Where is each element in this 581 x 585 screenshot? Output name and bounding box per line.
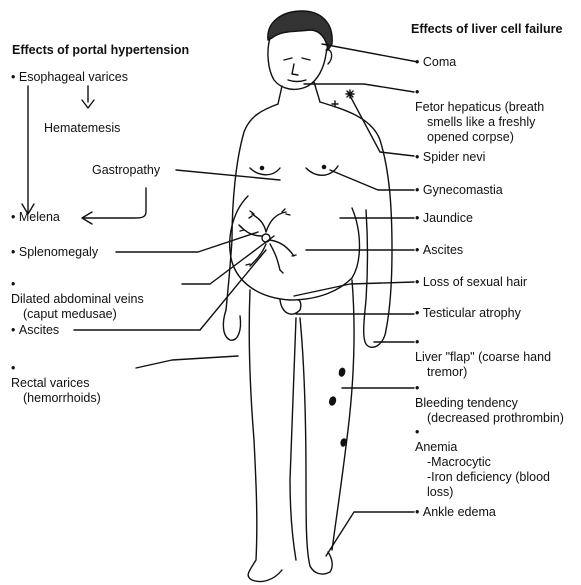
label-dilated-abdominal-veins: Dilated abdominal veins (caput medusae) xyxy=(11,277,144,322)
label-fetor-hepaticus: Fetor hepaticus (breath smells like a fr… xyxy=(415,85,544,145)
label-bleeding-tendency: Bleeding tendency (decreased prothrombin… xyxy=(415,381,564,426)
rectal-varices-line1: Rectal varices xyxy=(11,376,101,391)
fetor-line1: Fetor hepaticus (breath xyxy=(415,100,544,115)
label-splenomegaly: Splenomegaly xyxy=(11,245,98,260)
fetor-line3: opened corpse) xyxy=(415,130,544,145)
anemia-iron-line2: loss) xyxy=(415,485,550,500)
leader-lines-right xyxy=(294,44,418,556)
flap-line2: tremor) xyxy=(415,365,551,380)
label-spider-nevi: Spider nevi xyxy=(415,150,485,165)
anemia-macrocytic: -Macrocytic xyxy=(415,455,550,470)
anemia-line: Anemia xyxy=(415,440,550,455)
label-gastropathy: Gastropathy xyxy=(92,163,160,178)
fetor-line2: smells like a freshly xyxy=(415,115,544,130)
label-liver-flap: Liver "flap" (coarse hand tremor) xyxy=(415,335,551,380)
dilated-veins-line1: Dilated abdominal veins xyxy=(11,292,144,307)
flap-line1: Liver "flap" (coarse hand xyxy=(415,350,551,365)
label-coma: Coma xyxy=(415,55,456,70)
label-gynecomastia: Gynecomastia xyxy=(415,183,503,198)
label-ascites-right: Ascites xyxy=(415,243,463,258)
label-rectal-varices: Rectal varices (hemorrhoids) xyxy=(11,361,101,406)
label-ankle-edema: Ankle edema xyxy=(415,505,496,520)
label-hematemesis: Hematemesis xyxy=(44,121,120,136)
bleeding-line1: Bleeding tendency xyxy=(415,396,564,411)
label-esophageal-varices: Esophageal varices xyxy=(11,70,128,85)
label-jaundice: Jaundice xyxy=(415,211,473,226)
label-anemia: Anemia -Macrocytic -Iron deficiency (blo… xyxy=(415,425,550,500)
liver-failure-heading: Effects of liver cell failure xyxy=(411,22,562,36)
label-ascites-left: Ascites xyxy=(11,323,59,338)
bleeding-line2: (decreased prothrombin) xyxy=(415,411,564,426)
human-figure xyxy=(223,11,392,582)
label-loss-of-sexual-hair: Loss of sexual hair xyxy=(415,275,527,290)
label-testicular-atrophy: Testicular atrophy xyxy=(415,306,521,321)
label-melena: Melena xyxy=(11,210,60,225)
portal-hypertension-heading: Effects of portal hypertension xyxy=(12,43,189,57)
dilated-veins-line2: (caput medusae) xyxy=(11,307,144,322)
anemia-iron-line1: -Iron deficiency (blood xyxy=(415,470,550,485)
rectal-varices-line2: (hemorrhoids) xyxy=(11,391,101,406)
